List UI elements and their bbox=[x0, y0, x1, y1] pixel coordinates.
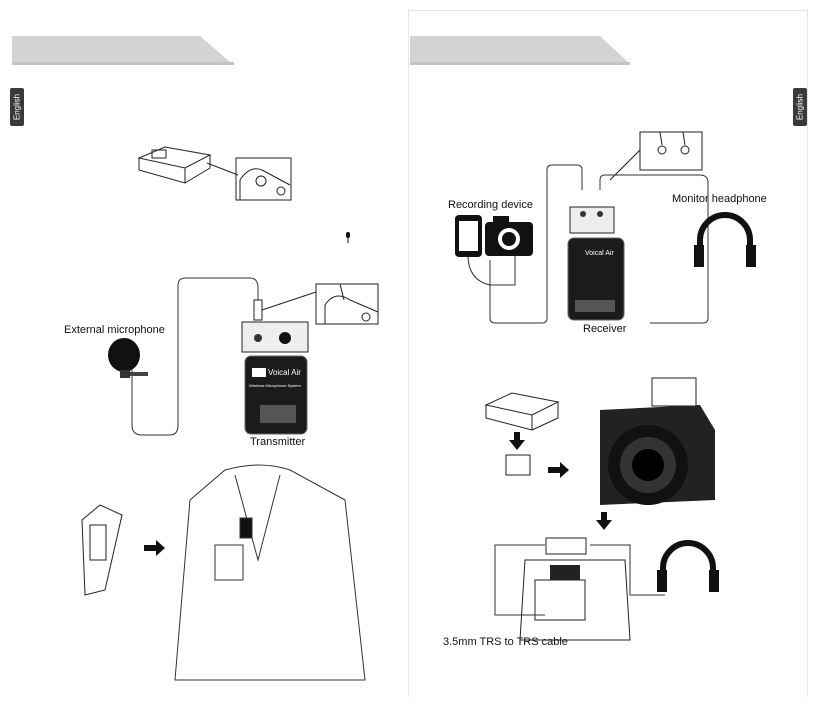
smartphone-icon bbox=[455, 215, 482, 257]
external-microphone-label: External microphone bbox=[64, 324, 165, 336]
transmitter-side-illustration bbox=[81, 504, 123, 596]
left-jack-zoom-inset bbox=[261, 283, 379, 325]
lavalier-microphone-illustration bbox=[108, 338, 148, 378]
microphone-symbol-icon bbox=[346, 232, 350, 243]
recording-cable bbox=[489, 164, 583, 324]
receiver-label: Receiver bbox=[583, 323, 627, 335]
language-tab-label: English bbox=[12, 93, 22, 121]
receiver-body bbox=[567, 237, 625, 321]
transmitter-label: Transmitter bbox=[250, 436, 306, 448]
language-tab-label: English bbox=[795, 93, 805, 121]
arrow-down-icon bbox=[509, 432, 525, 450]
receiver-device-illustration bbox=[484, 392, 560, 431]
receiver-top bbox=[569, 206, 615, 234]
trs-cable bbox=[494, 544, 545, 616]
cold-shoe-adapter bbox=[505, 454, 531, 476]
right-header-underline bbox=[410, 62, 630, 65]
transmitter-product-name: Voical Air bbox=[268, 368, 301, 377]
camera-back-illustration bbox=[519, 537, 631, 641]
headphone-icon bbox=[694, 212, 756, 267]
right-section-header bbox=[410, 36, 628, 62]
left-header-underline bbox=[12, 62, 234, 65]
transmitter-product-subtitle: Wireless Microphone System bbox=[249, 383, 301, 388]
arrow-right-icon bbox=[144, 540, 165, 556]
left-section-header bbox=[12, 36, 230, 62]
jacket-illustration bbox=[174, 464, 366, 681]
camera-headphone-cable bbox=[590, 544, 665, 596]
microphone-plug bbox=[253, 299, 263, 321]
cable-label: 3.5mm TRS to TRS cable bbox=[443, 636, 568, 648]
monitor-headphone-label: Monitor headphone bbox=[672, 193, 767, 205]
headphone-cable bbox=[599, 174, 709, 324]
arrow-right-icon bbox=[548, 462, 569, 478]
receiver-jack-zoom-inset bbox=[609, 131, 703, 181]
camera-icon bbox=[485, 216, 533, 256]
receiver-product-name: Voical Air bbox=[585, 250, 614, 257]
microphone-cable bbox=[131, 277, 259, 436]
jack-zoom-inset bbox=[235, 157, 292, 201]
language-tab-left: English bbox=[10, 88, 24, 126]
recording-device-label: Recording device bbox=[448, 199, 533, 211]
right-page-border bbox=[408, 10, 808, 697]
dslr-camera-illustration bbox=[600, 377, 715, 505]
headphone-icon bbox=[657, 540, 719, 592]
arrow-down-icon bbox=[596, 512, 612, 530]
transmitter-top bbox=[241, 321, 309, 353]
language-tab-right: English bbox=[793, 88, 807, 126]
transmitter-device-illustration bbox=[137, 146, 239, 184]
